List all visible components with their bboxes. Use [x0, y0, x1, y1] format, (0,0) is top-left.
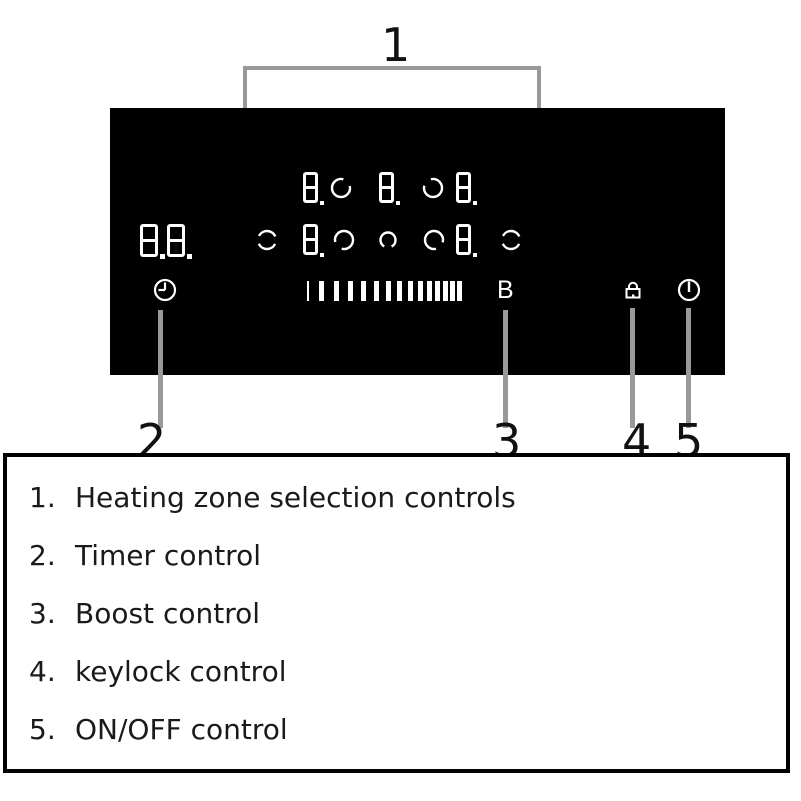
legend-box: 1. Heating zone selection controls 2. Ti…: [3, 453, 790, 773]
zone-display-back-left: [303, 172, 325, 205]
boost-key[interactable]: B: [497, 276, 514, 304]
power-slider-min-tick: [307, 280, 309, 301]
zone-select-right-dual-icon[interactable]: [499, 228, 523, 252]
legend-item-label: Boost control: [75, 597, 260, 630]
power-slider-segment[interactable]: [319, 280, 324, 301]
power-slider-segment[interactable]: [347, 280, 353, 301]
legend-item-onoff: 5. ON/OFF control: [29, 713, 786, 771]
zone-display-front-right: [456, 224, 478, 257]
hob-control-panel: B: [110, 108, 725, 375]
zone-display-front-left: [303, 224, 325, 257]
power-slider-segment[interactable]: [443, 280, 449, 301]
legend-item-keylock: 4. keylock control: [29, 655, 786, 713]
legend-item-number: 1.: [29, 481, 56, 514]
legend-item-number: 4.: [29, 655, 56, 688]
callout-1-bracket-left-leg: [243, 66, 247, 132]
zone-select-back-left-icon[interactable]: [329, 176, 353, 200]
power-slider[interactable]: [307, 280, 462, 301]
power-slider-segment[interactable]: [361, 280, 367, 301]
legend-item-timer: 2. Timer control: [29, 539, 786, 597]
timer-display-digit-1: [140, 224, 165, 259]
power-slider-segment[interactable]: [435, 280, 441, 301]
power-slider-segment[interactable]: [456, 280, 462, 301]
legend-item-label: ON/OFF control: [75, 713, 288, 746]
power-slider-segment[interactable]: [385, 280, 391, 301]
power-icon[interactable]: [676, 277, 702, 307]
power-slider-segment[interactable]: [426, 280, 432, 301]
padlock-icon[interactable]: [623, 280, 643, 305]
zone-display-back-center: [379, 172, 401, 205]
zone-display-back-right: [456, 172, 478, 205]
zone-select-left-dual-icon[interactable]: [255, 228, 279, 252]
power-slider-segment[interactable]: [407, 280, 413, 301]
legend-item-boost: 3. Boost control: [29, 597, 786, 655]
legend-item-number: 2.: [29, 539, 56, 572]
callout-3-line: [503, 310, 508, 428]
legend-item-zone-selection: 1. Heating zone selection controls: [29, 481, 786, 539]
power-slider-segment[interactable]: [333, 280, 339, 301]
clock-icon[interactable]: [152, 277, 178, 307]
power-slider-segment[interactable]: [417, 280, 423, 301]
callout-2-line: [158, 310, 163, 428]
power-slider-segment[interactable]: [373, 280, 379, 301]
power-slider-segment[interactable]: [450, 280, 456, 301]
callout-5-line: [686, 308, 691, 428]
legend-item-label: Timer control: [75, 539, 261, 572]
zone-select-front-right-icon[interactable]: [422, 228, 446, 252]
legend-item-label: keylock control: [75, 655, 287, 688]
callout-1-bracket: [243, 66, 541, 70]
power-slider-segment[interactable]: [397, 280, 403, 301]
legend-item-number: 3.: [29, 597, 56, 630]
legend-item-label: Heating zone selection controls: [75, 481, 516, 514]
zone-select-front-left-icon[interactable]: [332, 228, 356, 252]
callout-4-line: [630, 308, 635, 428]
timer-display-digit-2: [167, 224, 192, 259]
callout-1-label: 1: [381, 18, 411, 72]
zone-select-center-icon[interactable]: [377, 229, 399, 251]
legend-item-number: 5.: [29, 713, 56, 746]
callout-1-bracket-right-leg: [537, 66, 541, 132]
zone-select-back-right-icon[interactable]: [421, 176, 445, 200]
